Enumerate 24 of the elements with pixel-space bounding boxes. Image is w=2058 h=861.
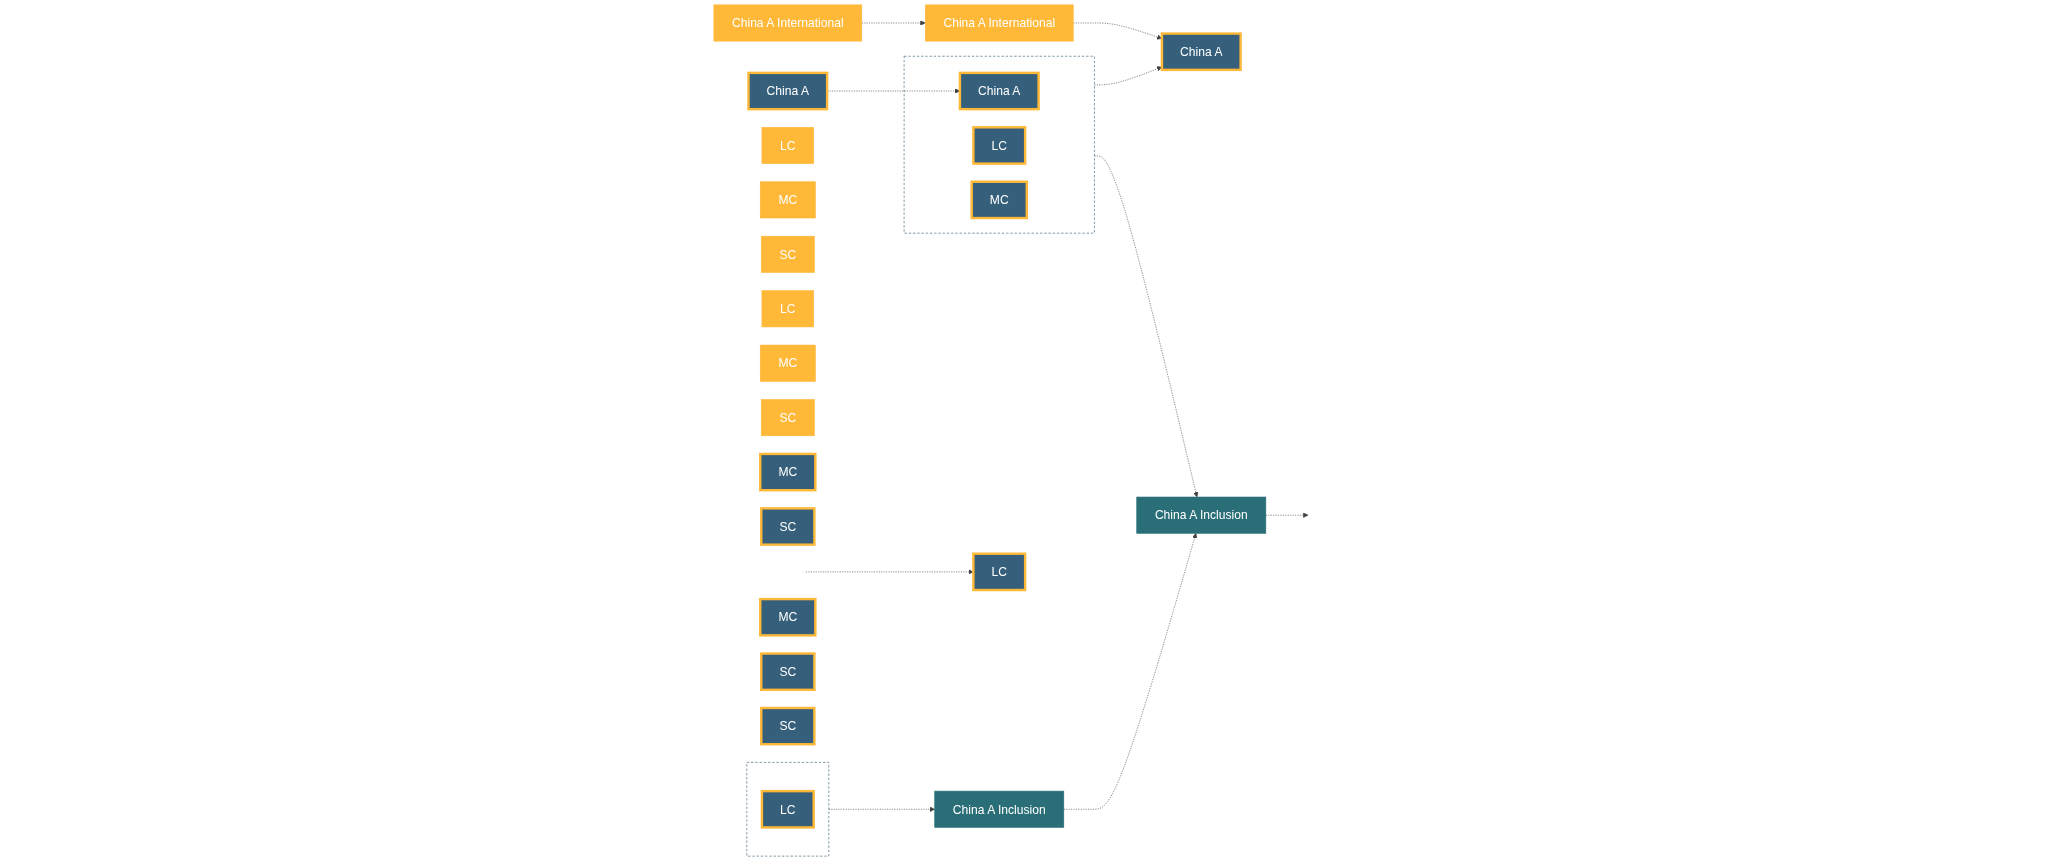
node-box: SC [760, 399, 815, 437]
node-box: China A International [713, 4, 862, 42]
node-box: LC [760, 789, 815, 829]
node-box: LC [761, 127, 814, 164]
node-box: SC [759, 706, 816, 746]
node-box: LC [972, 126, 1027, 165]
node-box: MC [758, 452, 817, 492]
node-box: SC [759, 652, 816, 692]
node-box: MC [759, 181, 816, 219]
node-box: China A [958, 71, 1040, 111]
node-box: China A Inclusion [934, 790, 1064, 828]
node-box: China A [747, 71, 829, 111]
node-box: China A Inclusion [1136, 496, 1266, 534]
node-box: SC [760, 235, 815, 273]
cluster [746, 762, 829, 857]
node-box: MC [970, 180, 1028, 220]
cluster [903, 55, 1095, 234]
node-box: MC [758, 597, 817, 637]
node-box: China A [1160, 32, 1242, 72]
node-box: China A International [924, 4, 1074, 42]
node-box: SC [759, 507, 816, 546]
node-box: LC [761, 290, 814, 328]
node-box: MC [759, 344, 816, 382]
node-box: LC [972, 552, 1027, 592]
